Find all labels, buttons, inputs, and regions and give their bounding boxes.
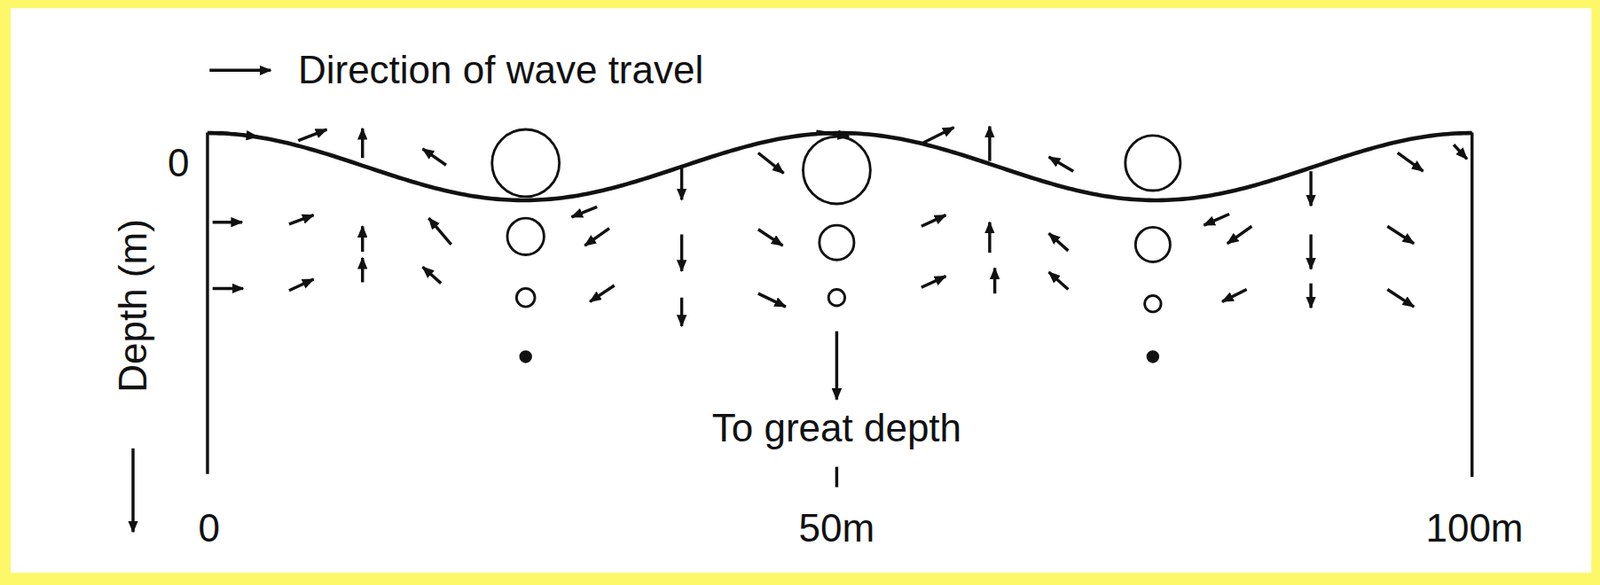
orbit-circle	[1125, 135, 1181, 191]
velocity-arrow	[680, 298, 683, 327]
orbit-circle	[1147, 352, 1158, 362]
velocity-arrow	[921, 276, 947, 289]
axis-arrow	[131, 448, 134, 533]
frame-line	[1470, 132, 1474, 478]
axis-tick	[835, 467, 839, 488]
velocity-arrow	[289, 279, 314, 291]
axis-value: 100m	[1425, 509, 1523, 549]
white-ground	[10, 7, 1592, 573]
velocity-arrow	[212, 287, 244, 291]
velocity-arrow	[993, 267, 997, 294]
velocity-arrow	[209, 69, 271, 72]
velocity-arrow	[680, 234, 683, 271]
orbit-circle	[1145, 295, 1161, 312]
orbit-circle	[828, 290, 845, 306]
velocity-arrow	[360, 128, 364, 158]
velocity-arrow	[758, 293, 786, 307]
axis-value: 0	[167, 143, 189, 183]
axis-value: 50m	[799, 509, 876, 549]
velocity-arrow	[988, 222, 991, 253]
orbit-circle	[1135, 227, 1170, 262]
velocity-arrow	[1309, 283, 1312, 309]
velocity-arrow	[219, 132, 259, 137]
velocity-arrow	[1049, 233, 1069, 251]
orbit-circle	[516, 288, 535, 307]
orbit-circle	[507, 218, 544, 255]
velocity-arrow	[921, 215, 947, 228]
annotation-text: To great depth	[712, 408, 962, 448]
velocity-arrow	[1049, 156, 1075, 172]
velocity-arrow	[1387, 290, 1414, 308]
orbit-circle	[819, 225, 855, 260]
velocity-arrow	[1203, 213, 1230, 226]
velocity-arrow	[1397, 152, 1424, 172]
wave-surface	[207, 133, 1473, 201]
velocity-arrow	[360, 226, 364, 252]
axis-value: 0	[198, 509, 220, 549]
velocity-arrow	[1309, 234, 1312, 269]
velocity-arrow	[423, 149, 447, 165]
velocity-arrow	[289, 215, 314, 225]
velocity-arrow	[758, 152, 785, 173]
frame-line	[205, 132, 209, 474]
velocity-arrow	[589, 285, 615, 302]
velocity-arrow	[988, 126, 991, 162]
velocity-arrow	[423, 266, 442, 283]
velocity-arrow	[360, 258, 364, 283]
velocity-arrow	[1453, 144, 1467, 159]
velocity-arrow	[428, 218, 451, 245]
orbit-circle	[520, 352, 531, 362]
velocity-arrow	[923, 127, 954, 143]
axis-arrow	[835, 331, 839, 400]
velocity-arrow	[758, 229, 784, 246]
velocity-arrow	[1049, 272, 1069, 291]
velocity-arrow	[1309, 171, 1312, 206]
velocity-arrow	[571, 206, 597, 217]
velocity-arrow	[584, 228, 610, 247]
axis-title: Depth (m)	[113, 219, 153, 393]
velocity-arrow	[212, 220, 243, 224]
velocity-arrow	[1222, 290, 1248, 303]
orbit-circle	[802, 136, 871, 204]
velocity-arrow	[815, 131, 849, 137]
velocity-arrow	[680, 168, 683, 201]
velocity-arrow	[1227, 226, 1253, 244]
caption-text: Direction of wave travel	[298, 50, 704, 90]
orbit-circle	[492, 129, 560, 197]
velocity-arrow	[1387, 226, 1414, 244]
velocity-arrow	[298, 129, 327, 142]
